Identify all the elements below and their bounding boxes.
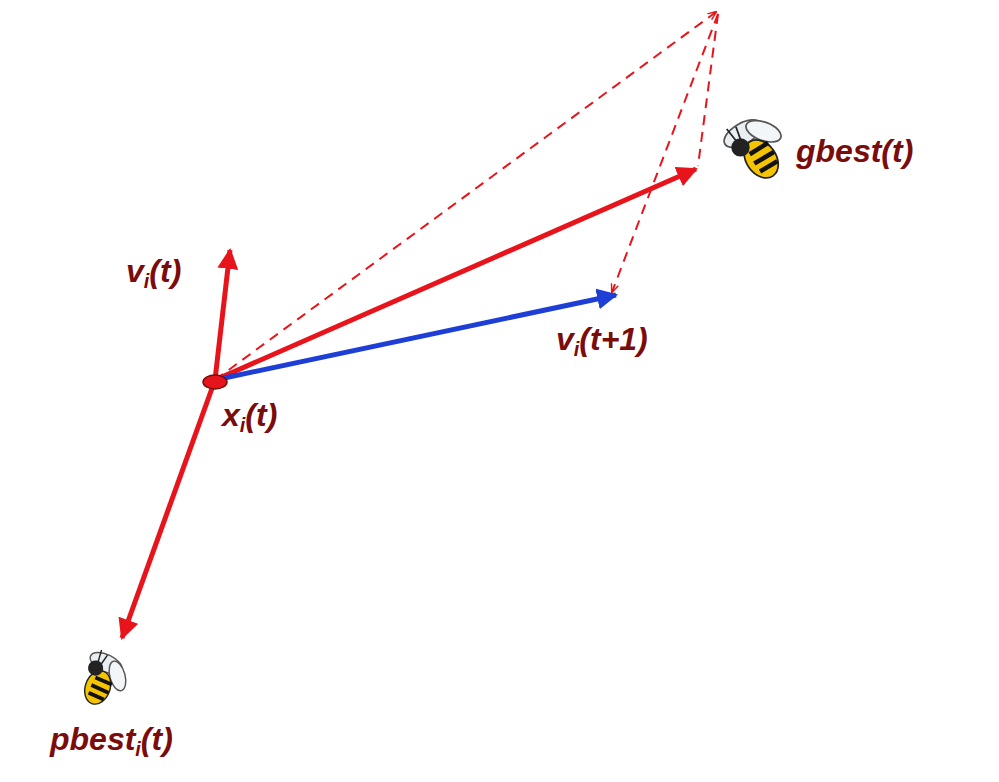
velocity-label: vi(t) bbox=[126, 254, 181, 289]
new-velocity-label: vi(t+1) bbox=[556, 322, 648, 357]
gbest-label: gbest(t) bbox=[796, 134, 913, 169]
subscript: i bbox=[144, 270, 150, 292]
subscript: i bbox=[135, 738, 141, 760]
position-label: xi(t) bbox=[222, 398, 277, 433]
pbest-label: pbesti(t) bbox=[50, 722, 173, 757]
subscript: i bbox=[574, 338, 580, 360]
subscript: i bbox=[240, 414, 246, 436]
